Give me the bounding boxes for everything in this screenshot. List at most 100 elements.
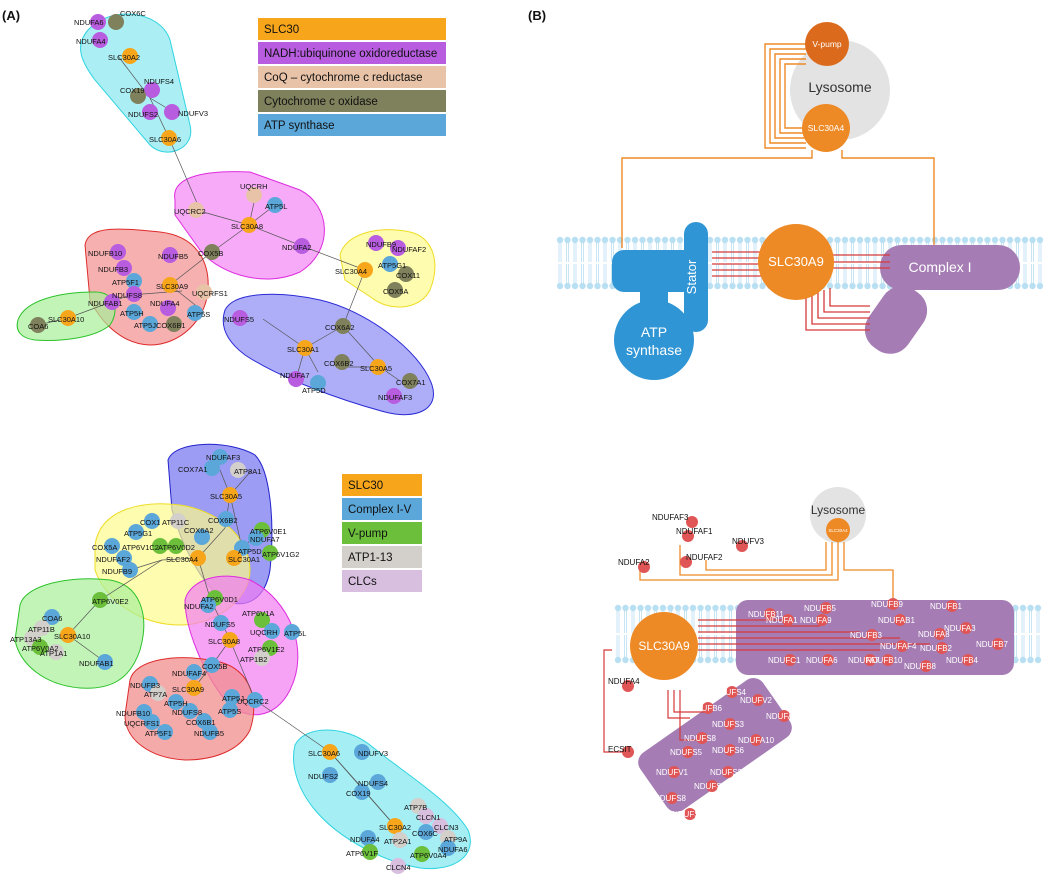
lipid-head [571, 236, 579, 244]
network-node [150, 685, 166, 701]
network-node [254, 650, 270, 666]
network-node [241, 217, 257, 233]
network-node [222, 702, 238, 718]
network-node [357, 262, 373, 278]
network-node [92, 32, 108, 48]
arm-node-label: NDUFA10 [738, 736, 775, 745]
complex1-block [880, 245, 1020, 290]
lipid-head [712, 656, 719, 664]
network-node-label: ATP9A [444, 835, 467, 844]
legend-label: CLCs [348, 576, 377, 588]
lipid-head [1027, 604, 1034, 612]
network-node-label: NDUFB10 [116, 709, 150, 718]
free-node-label: NDUFA2 [618, 558, 650, 567]
network-node [188, 202, 204, 218]
network-node [204, 657, 220, 673]
lipid-head [931, 236, 939, 244]
lipid-head [946, 236, 954, 244]
legend-swatch [342, 474, 422, 496]
lipid-head [689, 604, 697, 612]
network-node-label: COX6C [412, 829, 438, 838]
network-node-label: ATP5J [222, 694, 244, 703]
network-node-label: SLC30A4 [166, 555, 198, 564]
lipid-head [644, 604, 652, 612]
lipid-head [646, 236, 654, 244]
arm-node-label: NDUFS6 [712, 746, 745, 755]
atp-synthase-label-2: synthase [626, 342, 682, 358]
free-node [686, 516, 698, 528]
network-node-label: COX5B [198, 249, 223, 258]
legend-swatch [258, 42, 446, 64]
lipid-head [661, 236, 669, 244]
lipid-head [871, 236, 879, 244]
lipid-head [976, 236, 984, 244]
network-node-label: COX6C [120, 9, 146, 18]
arm-node [778, 710, 790, 722]
lipid-head [954, 236, 961, 244]
network-node [254, 612, 270, 628]
network-node-label: NDUFA7 [280, 371, 310, 380]
atp-synthase-label-1: ATP [641, 324, 667, 340]
network-node [288, 371, 304, 387]
network-node-label: ATP8A1 [234, 467, 261, 476]
lipid-head [849, 282, 856, 290]
network-node [186, 680, 202, 696]
legend-swatch [342, 570, 422, 592]
lipid-head [1036, 236, 1044, 244]
free-node [638, 561, 650, 573]
network-node-label: NDUFA7 [250, 535, 280, 544]
network-node-label: UQCRH [250, 628, 278, 637]
network-node [204, 460, 220, 476]
network-node [108, 14, 124, 30]
network-node-label: ATP1B2 [240, 655, 267, 664]
network-node-label: NDUFS4 [358, 779, 388, 788]
network-node-label: ATP11B [28, 625, 55, 634]
lipid-head [631, 236, 639, 244]
complex1-arm-bottom [638, 678, 792, 812]
network-node-label: ATP6V1A [242, 609, 274, 618]
network-node [322, 744, 338, 760]
network-node-label: NDUFS5 [224, 315, 254, 324]
arm-node [722, 766, 734, 778]
lipid-head [871, 282, 879, 290]
lipid-head [727, 604, 734, 612]
complex1-node [864, 654, 876, 666]
lipid-head [834, 236, 841, 244]
panel-label-a: (A) [2, 8, 20, 23]
network-node [370, 359, 386, 375]
lipid-head [856, 236, 864, 244]
network-node-label: SLC30A5 [360, 364, 392, 373]
network-node-label: NDUFS8 [172, 708, 202, 717]
complex1-node [920, 660, 932, 672]
complex1-node-label: NDUFAB1 [878, 616, 915, 625]
network-node [142, 104, 158, 120]
network-node [418, 824, 434, 840]
network-node-label: NDUFA6 [74, 18, 104, 27]
network-node-label: COX6B1 [156, 321, 186, 330]
network-node-label: ATP5D [302, 386, 326, 395]
complex1-node-label: NDUFA3 [944, 624, 976, 633]
lipid-head [682, 604, 689, 612]
network-node [187, 305, 203, 321]
network-node-label: NDUFB3 [98, 265, 128, 274]
network-node [110, 244, 126, 260]
network-node-label: UQCRFS1 [192, 289, 228, 298]
complex1-node [934, 628, 946, 640]
network-node-label: ATP6V0E1 [250, 527, 287, 536]
complex1-node [960, 622, 972, 634]
legend-label: SLC30 [348, 480, 383, 492]
lipid-head [639, 236, 646, 244]
lipid-head [594, 236, 601, 244]
network-node [382, 256, 398, 272]
arm-node-label: NDUFS7 [672, 810, 705, 819]
complex1-node [816, 614, 828, 626]
free-node [622, 746, 634, 758]
lipid-head [704, 604, 712, 612]
lipid-head [901, 236, 909, 244]
network-node [284, 624, 300, 640]
network-node-label: SLC30A1 [287, 345, 319, 354]
